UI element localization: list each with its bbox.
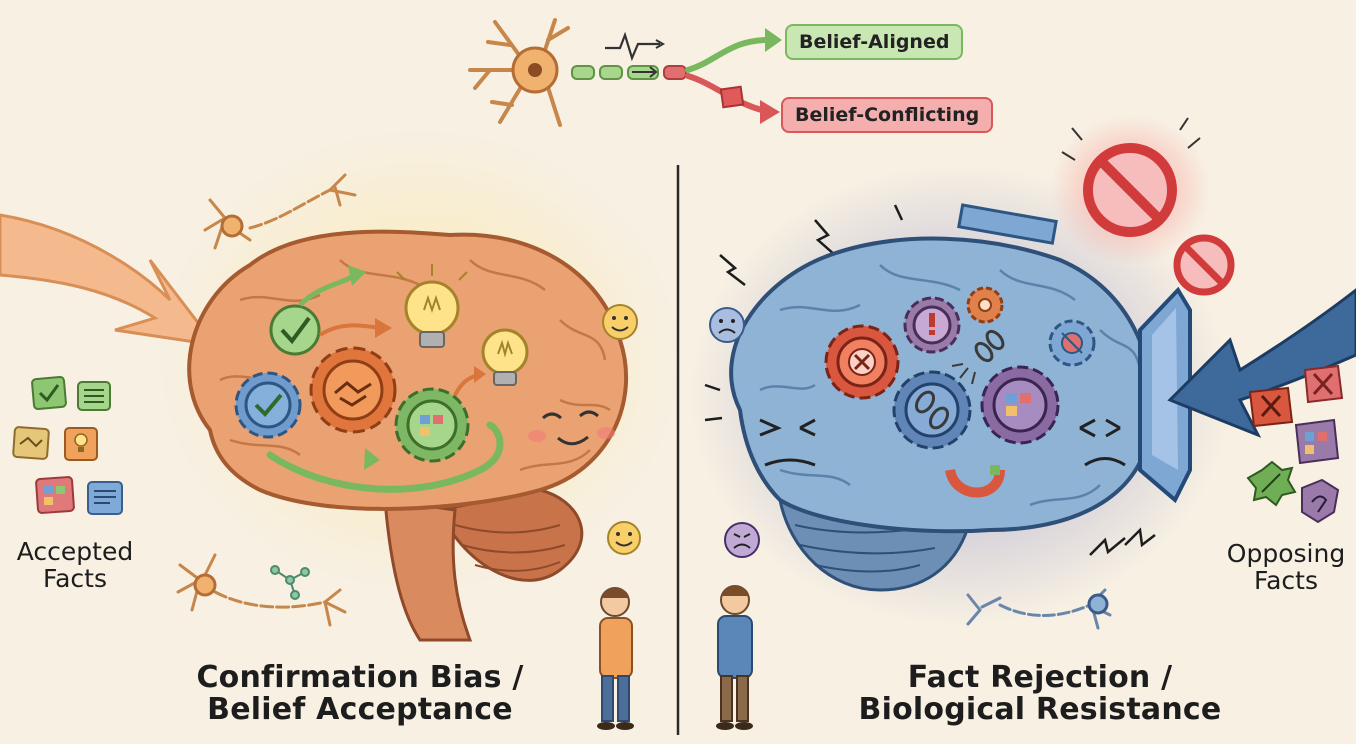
frown-face-icon xyxy=(709,307,745,343)
broken-chain-icon xyxy=(951,329,1005,385)
molecule-icon xyxy=(270,565,310,600)
smiley-icon-small xyxy=(607,521,641,555)
angry-face-icon xyxy=(724,522,760,558)
left-title-line2: Belief Acceptance xyxy=(207,692,513,728)
opposing-facts-label: Opposing Facts xyxy=(1216,540,1356,594)
right-title-line1: Fact Rejection / xyxy=(907,660,1173,695)
gear-broken-icon xyxy=(1048,319,1096,367)
gear-check-icon xyxy=(234,371,302,439)
lightbulb-icon xyxy=(396,264,468,348)
prohibited-icon-large xyxy=(1061,117,1201,237)
prohibited-icon-small xyxy=(1173,234,1235,296)
left-title-line1: Confirmation Bias / xyxy=(196,660,524,695)
opposing-facts-line1: Opposing xyxy=(1226,539,1346,568)
stressed-brain-face xyxy=(759,418,1126,467)
happy-brain-face xyxy=(528,410,615,446)
small-neuron-bottom-left xyxy=(176,553,347,627)
top-neuron xyxy=(468,18,570,127)
gear-x-icon xyxy=(824,324,900,400)
opposing-fact-tiles xyxy=(1246,364,1344,524)
green-flow-loop xyxy=(266,421,504,493)
shield-icon xyxy=(1138,286,1192,504)
accepted-fact-tiles xyxy=(12,375,123,515)
opposing-facts-line2: Facts xyxy=(1254,566,1318,595)
aligned-branch-arrow xyxy=(685,36,778,73)
accepting-brain xyxy=(187,229,629,642)
gear-handshake-icon xyxy=(309,346,397,434)
belief-conflicting-label: Belief-Conflicting xyxy=(781,97,994,133)
broken-magnet-icon xyxy=(945,465,1005,498)
smiley-icon xyxy=(602,304,638,340)
right-title-line2: Biological Resistance xyxy=(858,692,1222,728)
accepted-facts-line1: Accepted xyxy=(16,537,134,566)
lightbulb-icon-small xyxy=(481,328,529,386)
small-neuron-bottom-right xyxy=(966,588,1112,630)
gear-small-icon xyxy=(966,286,1004,324)
green-check-bubble xyxy=(269,265,366,356)
observer-figure-right xyxy=(716,585,753,730)
incoming-facts-arrow xyxy=(0,213,219,348)
small-neuron-top-left xyxy=(203,173,357,250)
left-panel-title: Confirmation Bias / Belief Acceptance xyxy=(170,660,550,728)
belief-aligned-label: Belief-Aligned xyxy=(785,24,964,60)
gear-blocks-icon-right xyxy=(980,365,1060,445)
lightning-bolts xyxy=(704,204,1156,556)
gear-alert-icon xyxy=(903,296,961,354)
gear-chain-icon xyxy=(892,370,972,450)
accepted-facts-label: Accepted Facts xyxy=(0,538,150,592)
gear-blocks-icon xyxy=(394,387,470,463)
axon xyxy=(571,65,687,80)
barrier-plank xyxy=(957,203,1058,245)
accepted-facts-line2: Facts xyxy=(43,564,107,593)
observer-figure-left xyxy=(597,587,634,730)
pulse-icon xyxy=(605,31,660,62)
right-panel-title: Fact Rejection / Biological Resistance xyxy=(830,660,1250,728)
